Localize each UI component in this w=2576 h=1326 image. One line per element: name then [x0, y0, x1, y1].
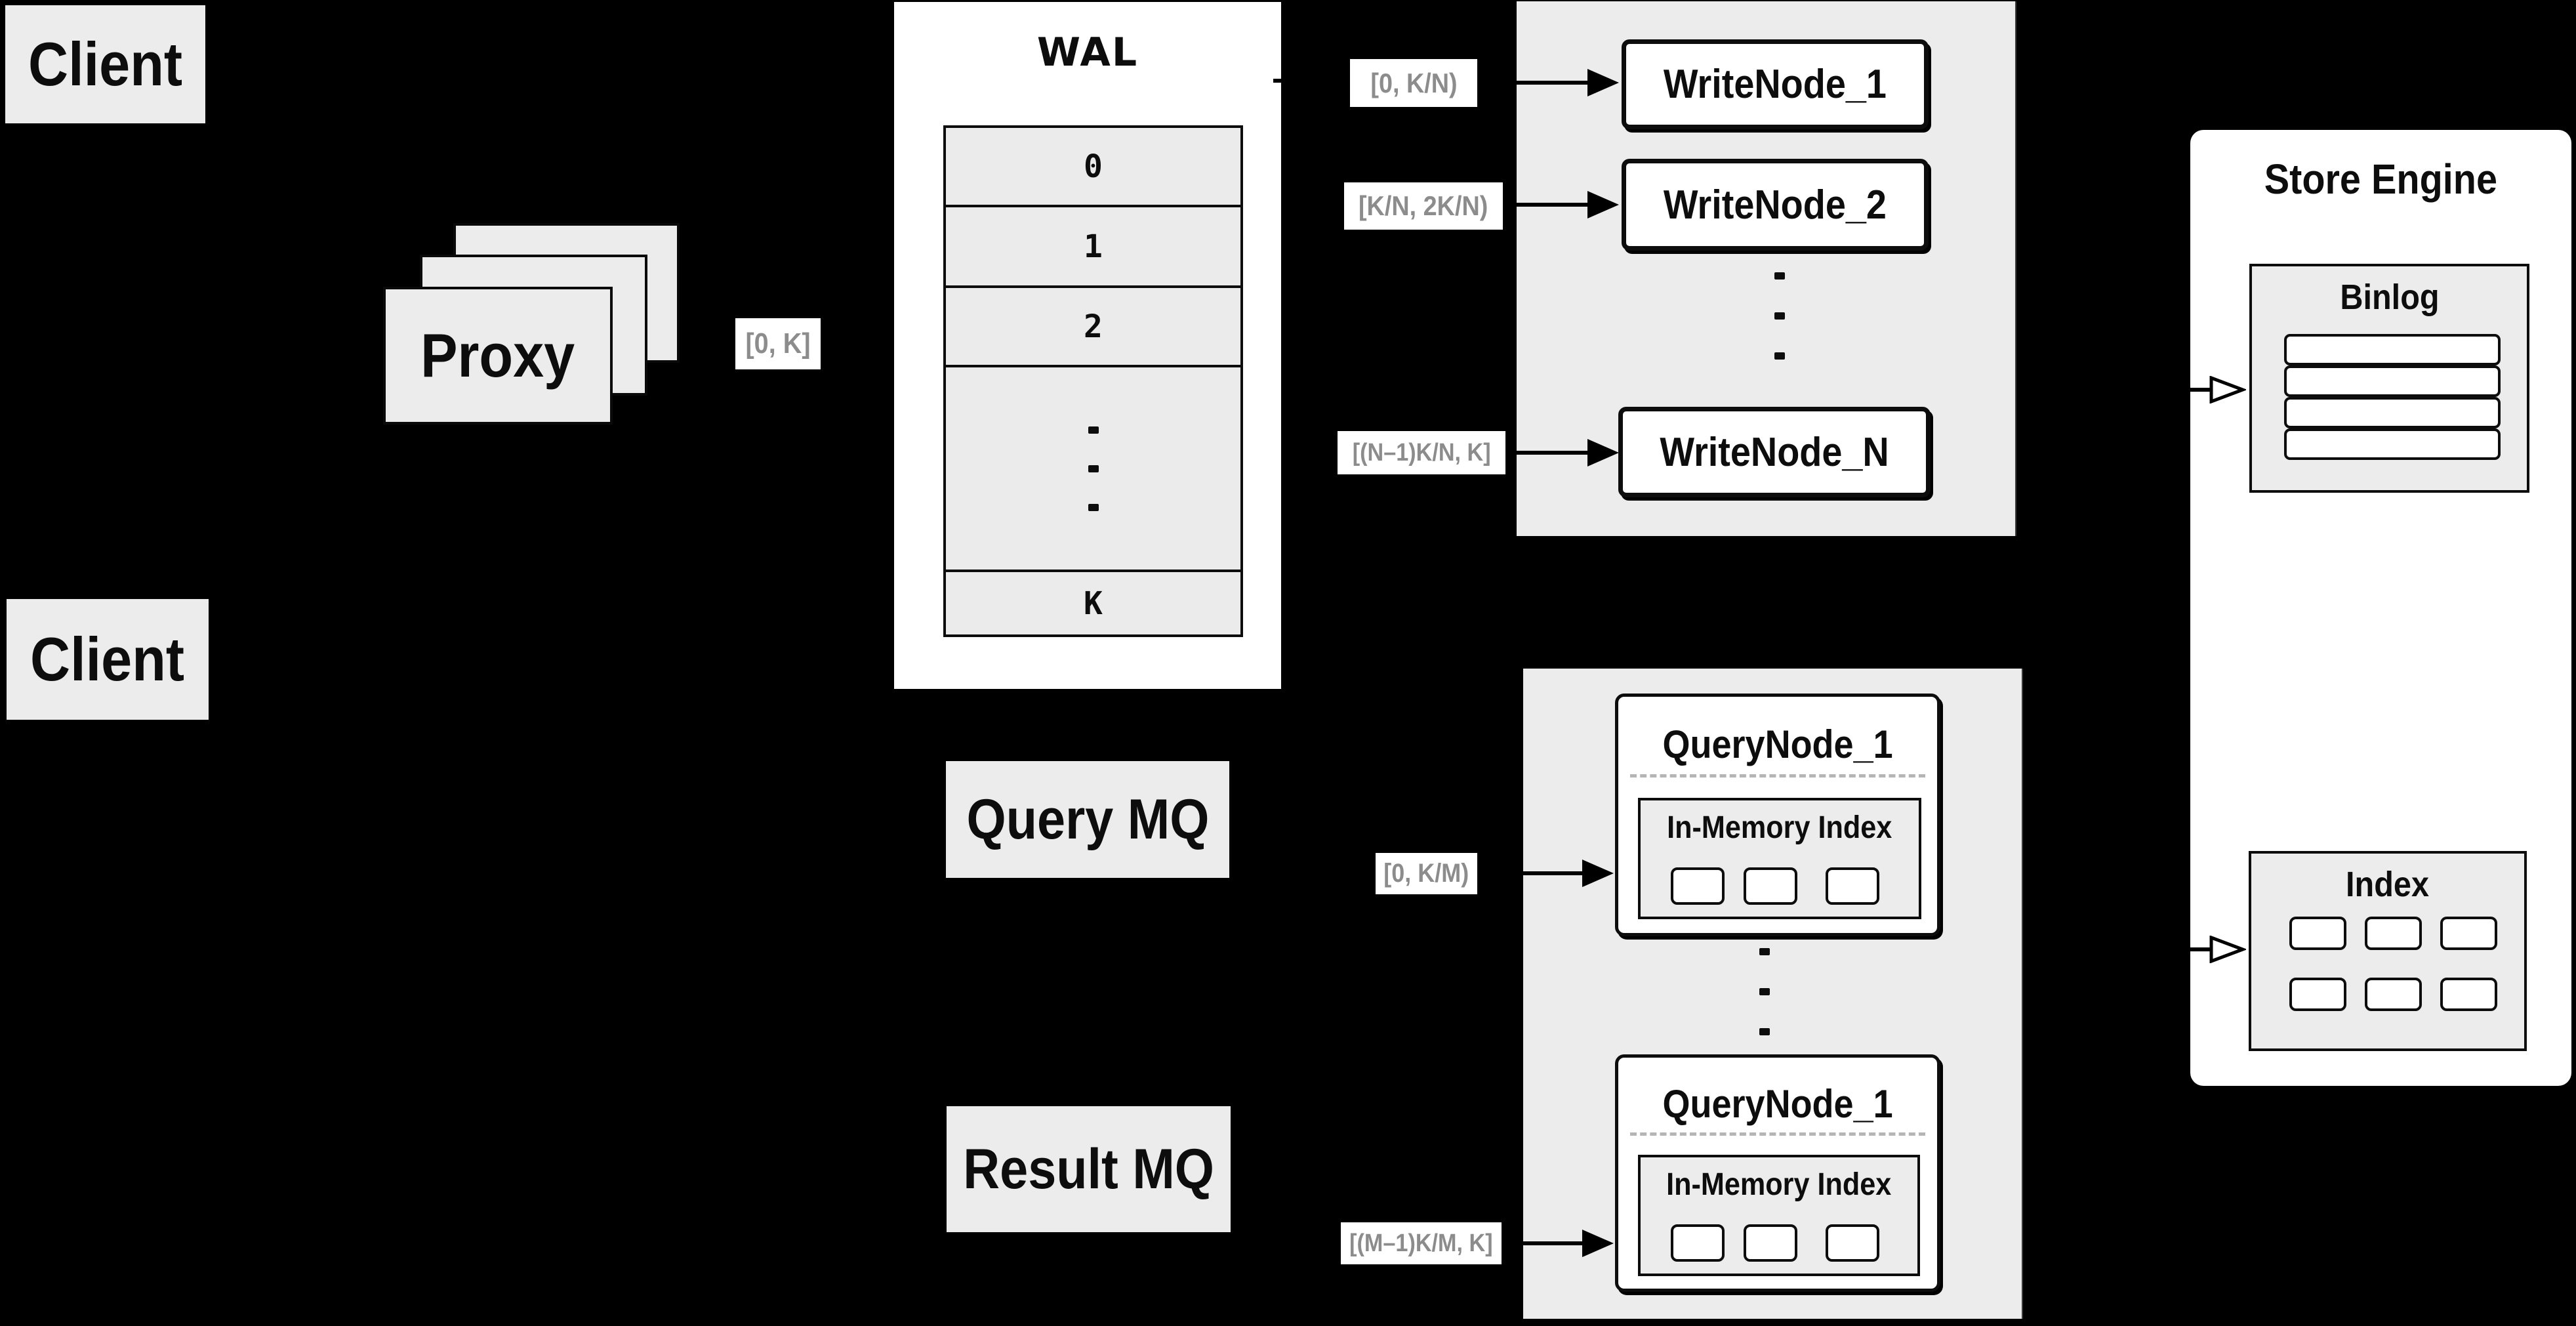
querynode-1-memory-panel: In-Memory Index — [1638, 798, 1921, 919]
wal-row-k: K — [946, 572, 1240, 634]
querynode-1-memory-title: In-Memory Index — [1667, 810, 1892, 845]
write-range-1-label: [0, K/N) — [1370, 67, 1458, 98]
binlog-title-wrap: Binlog — [2252, 277, 2527, 318]
memory-segment-box — [1826, 867, 1879, 905]
writenode-1-box: WriteNode_1 — [1622, 39, 1929, 129]
arrowhead-writenode-1-icon — [1587, 69, 1619, 96]
wal-row-0-label: 0 — [1084, 148, 1103, 185]
write-range-2-label: [K/N, 2K/N) — [1359, 190, 1488, 221]
arrow-to-querynode-m — [1502, 1241, 1584, 1245]
arrowhead-querynode-m-icon — [1582, 1230, 1614, 1257]
wal-row-1: 1 — [946, 207, 1240, 288]
querynode-m-memory-title-wrap: In-Memory Index — [1641, 1167, 1917, 1203]
querynode-1-title: QueryNode_1 — [1662, 722, 1893, 766]
querynode-m-box: QueryNode_1 In-Memory Index — [1615, 1054, 1940, 1292]
writenode-1-label: WriteNode_1 — [1663, 62, 1887, 107]
query-mq-box: Query MQ — [946, 761, 1229, 878]
wal-table: 0 1 2 K — [943, 125, 1243, 637]
wal-panel: WAL 0 1 2 K — [894, 2, 1281, 689]
arrow-to-writenode-2 — [1503, 203, 1589, 207]
store-engine-title-wrap: Store Engine — [2190, 155, 2571, 203]
memory-segment-box — [1671, 1224, 1725, 1262]
client-top-box: Client — [5, 5, 205, 123]
index-segment-box — [2289, 978, 2346, 1011]
index-segment-box — [2440, 978, 2497, 1011]
querynode-m-divider — [1630, 1132, 1925, 1136]
query-range-m-label: [(M–1)K/M, K] — [1349, 1229, 1493, 1257]
index-title: Index — [2346, 865, 2430, 904]
index-segment-box — [2365, 978, 2422, 1011]
arrow-to-writenode-1 — [1477, 81, 1589, 85]
write-range-1-box: [0, K/N) — [1350, 59, 1477, 107]
wal-row-0: 0 — [946, 128, 1240, 207]
query-range-1-label: [0, K/M) — [1383, 859, 1469, 888]
querynode-1-memory-title-wrap: In-Memory Index — [1641, 810, 1919, 846]
hollow-arrowhead-binlog-icon — [2209, 376, 2246, 404]
write-range-n-box: [(N–1)K/N, K] — [1338, 431, 1505, 474]
memory-segment-box — [1826, 1224, 1879, 1262]
query-range-1-box: [0, K/M) — [1376, 853, 1477, 894]
query-mq-label: Query MQ — [966, 787, 1209, 851]
querynode-m-title: QueryNode_1 — [1662, 1082, 1893, 1126]
wal-arrow-tick — [1273, 79, 1281, 83]
memory-segment-box — [1744, 867, 1797, 905]
binlog-panel: Binlog — [2249, 264, 2529, 493]
query-cluster-ellipsis-icon — [1759, 948, 1770, 1035]
writenode-n-label: WriteNode_N — [1660, 429, 1889, 475]
binlog-row — [2284, 397, 2501, 428]
index-segment-box — [2440, 917, 2497, 950]
writenode-2-box: WriteNode_2 — [1622, 159, 1929, 251]
arrowhead-writenode-n-icon — [1587, 439, 1619, 466]
arrow-to-querynode-1 — [1477, 871, 1584, 875]
proxy-range-label-box: [0, K] — [735, 318, 821, 369]
memory-segment-box — [1744, 1224, 1797, 1262]
querynode-1-box: QueryNode_1 In-Memory Index — [1615, 694, 1940, 936]
wal-row-ellipsis — [946, 367, 1240, 572]
hollow-arrowhead-index-icon — [2209, 936, 2246, 963]
store-engine-panel: Store Engine Binlog Index — [2190, 130, 2571, 1086]
store-engine-title: Store Engine — [2264, 155, 2498, 203]
wal-row-2-label: 2 — [1084, 308, 1103, 345]
index-segment-box — [2365, 917, 2422, 950]
wal-row-k-label: K — [1084, 585, 1103, 622]
index-title-wrap: Index — [2251, 864, 2524, 905]
arrow-to-binlog — [2190, 388, 2211, 392]
index-segment-box — [2289, 917, 2346, 950]
binlog-row — [2284, 365, 2501, 397]
vertical-ellipsis-icon — [1088, 426, 1099, 511]
querynode-1-title-wrap: QueryNode_1 — [1618, 722, 1937, 767]
writenode-n-box: WriteNode_N — [1618, 407, 1931, 497]
querynode-m-memory-title: In-Memory Index — [1666, 1167, 1892, 1202]
arrow-to-index — [2190, 947, 2211, 951]
wal-row-2: 2 — [946, 288, 1240, 367]
writenode-2-label: WriteNode_2 — [1663, 182, 1887, 228]
write-range-n-label: [(N–1)K/N, K] — [1352, 438, 1491, 466]
write-cluster-ellipsis-icon — [1774, 272, 1785, 360]
wal-title: WAL — [1036, 30, 1139, 75]
arrow-to-writenode-n — [1505, 451, 1589, 455]
client-bottom-box: Client — [7, 599, 209, 720]
binlog-title: Binlog — [2339, 278, 2440, 317]
proxy-card-front: Proxy — [383, 287, 613, 425]
write-range-2-box: [K/N, 2K/N) — [1344, 182, 1503, 230]
binlog-row — [2284, 334, 2501, 365]
querynode-m-memory-panel: In-Memory Index — [1638, 1155, 1920, 1276]
index-panel: Index — [2249, 851, 2527, 1051]
querynode-1-divider — [1630, 774, 1925, 777]
client-bottom-label: Client — [30, 625, 185, 694]
wal-row-1-label: 1 — [1084, 228, 1103, 265]
result-mq-label: Result MQ — [963, 1137, 1214, 1201]
memory-segment-box — [1671, 867, 1725, 905]
result-mq-box: Result MQ — [947, 1106, 1231, 1232]
query-range-m-box: [(M–1)K/M, K] — [1341, 1222, 1502, 1264]
binlog-row — [2284, 428, 2501, 460]
proxy-label: Proxy — [420, 321, 575, 390]
querynode-m-title-wrap: QueryNode_1 — [1618, 1081, 1937, 1127]
arrowhead-querynode-1-icon — [1582, 860, 1614, 887]
client-top-label: Client — [28, 30, 183, 98]
proxy-range-label: [0, K] — [745, 327, 811, 360]
arrowhead-writenode-2-icon — [1587, 191, 1619, 218]
